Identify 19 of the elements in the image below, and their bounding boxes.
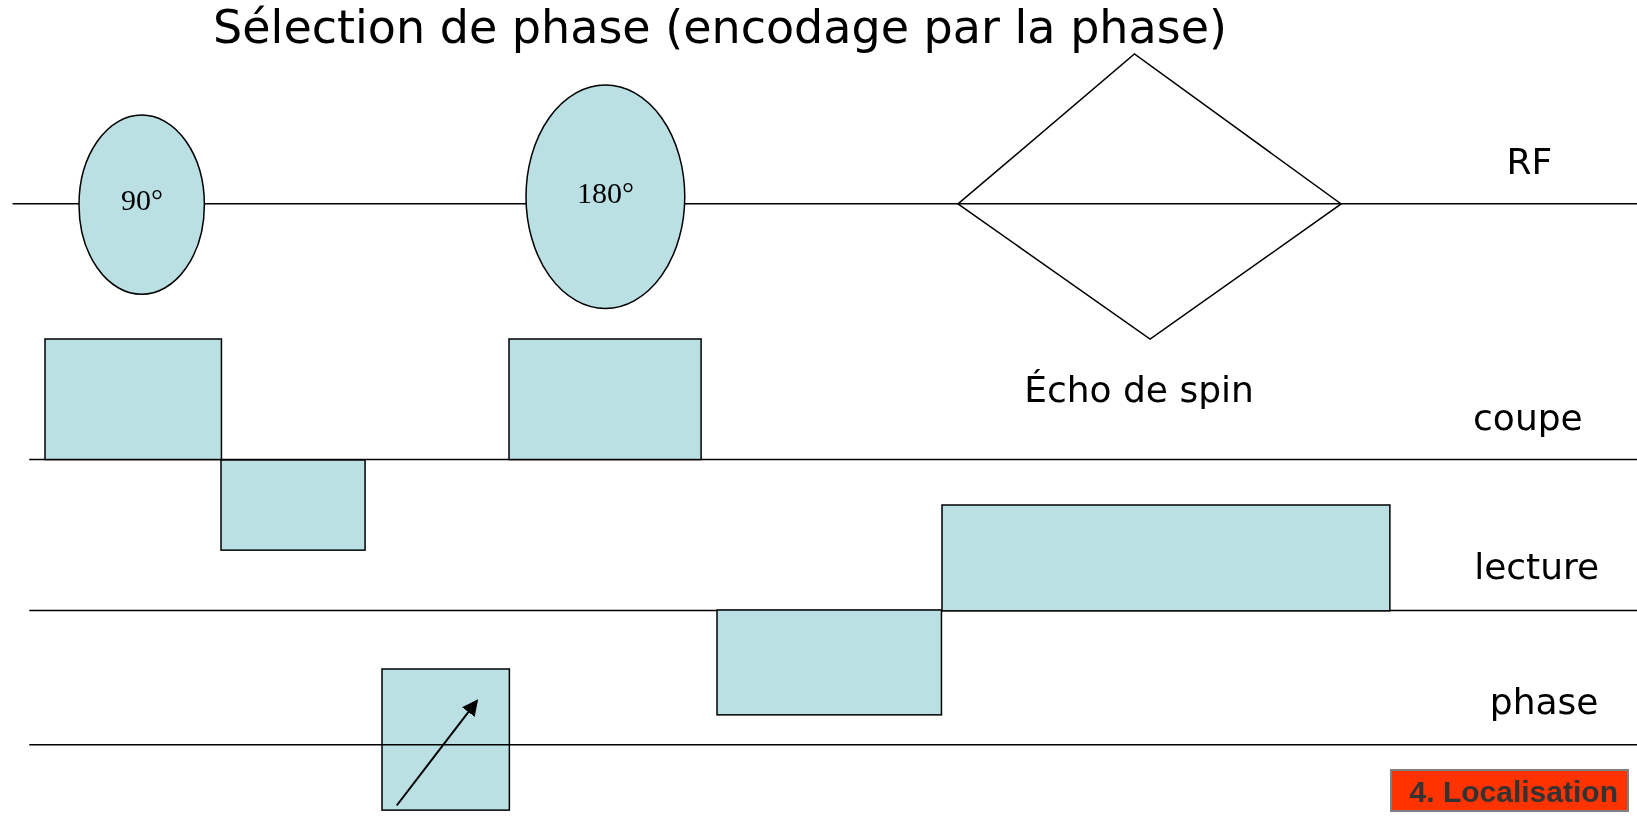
axis-label: coupe [1473, 396, 1583, 438]
gradient-lobe [382, 669, 510, 811]
gradient-lobe [221, 459, 366, 550]
gradient-lobe [44, 339, 222, 460]
section-banner [1389, 769, 1629, 813]
pulse-ellipse [78, 113, 206, 295]
pulse-angle: 180° [577, 175, 634, 210]
gradient-lobe [941, 504, 1390, 611]
axis-label: RF [1506, 141, 1553, 183]
echo-caption: Écho de spin [1024, 369, 1254, 411]
axis-label: phase [1489, 681, 1599, 723]
gradient-lobe [717, 610, 942, 716]
echo-diamond [958, 53, 1342, 339]
slide-title: Sélection de phase (encodage par la phase) [212, 0, 1228, 54]
gradient-lobe [509, 339, 702, 460]
pulse-ellipse [525, 84, 686, 310]
banner-text: 4. Localisation [1409, 775, 1618, 810]
pulse-angle: 90° [120, 183, 163, 218]
axis-label: lecture [1474, 545, 1600, 587]
